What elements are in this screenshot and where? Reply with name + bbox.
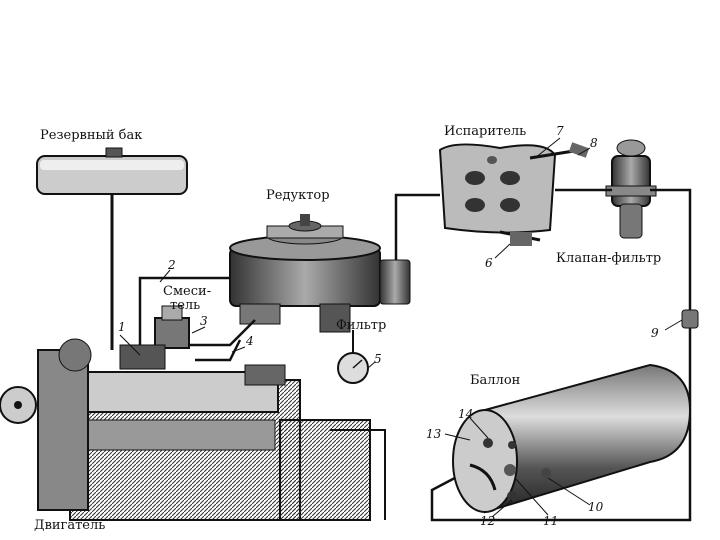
label-filter: Фильтр (336, 318, 386, 333)
number-3: 3 (200, 314, 208, 328)
number-5: 5 (374, 352, 382, 366)
number-12: 12 (480, 514, 495, 528)
label-valve-filter: Клапан-фильтр (556, 251, 661, 266)
number-9: 9 (651, 326, 659, 340)
number-4: 4 (246, 334, 254, 348)
label-reserve-tank: Резервный бак (40, 128, 142, 143)
label-mixer-2: тель (170, 298, 200, 313)
number-11: 11 (543, 514, 558, 528)
number-1: 1 (118, 320, 126, 334)
number-13: 13 (426, 427, 441, 441)
number-10: 10 (588, 500, 603, 514)
label-evaporator: Испаритель (444, 124, 526, 139)
number-7: 7 (556, 124, 564, 138)
engine (0, 339, 385, 520)
label-cylinder: Баллон (470, 373, 520, 388)
number-2: 2 (168, 258, 176, 272)
number-14: 14 (458, 407, 473, 421)
label-reducer: Редуктор (266, 188, 330, 203)
evaporator (440, 142, 589, 246)
label-mixer-1: Смеси- (163, 284, 211, 299)
mixer (120, 306, 189, 369)
reducer (230, 214, 410, 332)
valve-filter (606, 140, 656, 238)
label-engine: Двигатель (34, 518, 105, 533)
number-8: 8 (590, 136, 598, 150)
pressure-gauge (338, 330, 368, 383)
number-6: 6 (485, 256, 493, 270)
inline-valve (682, 310, 698, 328)
